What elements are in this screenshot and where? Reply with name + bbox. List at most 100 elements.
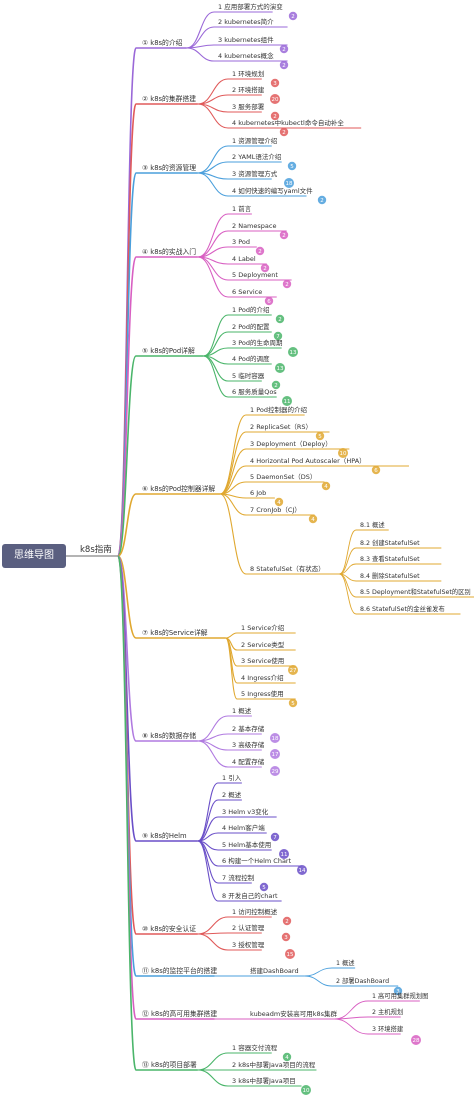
subtopic-item[interactable]: 1 概述 — [232, 706, 252, 715]
subtopic-item[interactable]: 2 ReplicaSet（RS） — [250, 423, 312, 431]
subtopic-item[interactable]: 3 高级存储 — [232, 740, 265, 749]
subtopic-item[interactable]: 8 开发自己的chart — [222, 891, 278, 900]
leaf-item[interactable]: 8.5 Deployment和StatefulSet的区别 — [360, 587, 471, 596]
subtopic-item[interactable]: 4 Helm客户端 — [222, 823, 265, 832]
leaf-item[interactable]: 2 主机规划 — [372, 1007, 403, 1016]
subtopic-item[interactable]: 2 认证管理 — [232, 923, 265, 932]
count-badge — [338, 448, 348, 458]
count-badge-label: 17 — [272, 752, 279, 758]
subtopic-item[interactable]: 2 环境搭建 — [232, 85, 265, 94]
subtopic-item[interactable]: kubeadm安装高可用k8s集群 — [250, 1009, 338, 1018]
subtopic-item[interactable]: 6 Service — [232, 288, 262, 296]
topic-node[interactable]: ⑬ k8s的项目部署 — [142, 1060, 197, 1069]
leaf-item[interactable]: 3 环境搭建 — [372, 1024, 404, 1033]
topic-node[interactable]: ① k8s的介绍 — [142, 38, 183, 47]
count-badge — [288, 347, 298, 357]
subtopic-item[interactable]: 5 Deployment — [232, 271, 278, 279]
leaf-item[interactable]: 8.1 概述 — [360, 520, 385, 529]
subtopic-item[interactable]: 2 Namespace — [232, 222, 276, 230]
count-badge — [279, 44, 289, 54]
subtopic-item[interactable]: 4 kubernetes概念 — [218, 51, 274, 60]
topic-node[interactable]: ⑨ k8s的Helm — [142, 831, 187, 840]
subtopic-item[interactable]: 4 Ingress介绍 — [241, 673, 284, 682]
subtopic-item[interactable]: 7 流程控制 — [222, 873, 255, 882]
subtopic-item[interactable]: 2 YAML语法介绍 — [232, 152, 282, 161]
subtopic-item[interactable]: 1 Pod控制器的介绍 — [250, 405, 307, 414]
subtopic-item[interactable]: 1 容器交付流程 — [232, 1043, 278, 1052]
subtopic-item[interactable]: 3 Service使用 — [241, 656, 284, 665]
count-badge-label: 2 — [320, 198, 324, 204]
subtopic-item[interactable]: 2 Service类型 — [241, 640, 285, 649]
subtopic-item[interactable]: 4 配置存储 — [232, 757, 265, 766]
subtopic-item[interactable]: 4 Pod的调度 — [232, 354, 270, 363]
subtopic-item[interactable]: 1 前言 — [232, 204, 252, 213]
count-badge-label: 2 — [278, 317, 282, 323]
subtopic-item[interactable]: 3 Pod的生命周期 — [232, 338, 283, 347]
topic-node[interactable]: ⑦ k8s的Service详解 — [142, 628, 208, 637]
subtopic-item[interactable]: 3 Pod — [232, 238, 250, 246]
branch-line — [197, 161, 229, 174]
count-badge-label: 7 — [273, 835, 277, 841]
subtopic-item[interactable]: 2 k8s中部署Java项目的流程 — [232, 1060, 316, 1069]
subtopic-item[interactable]: 3 Deployment（Deploy） — [250, 440, 332, 448]
count-badge-label: 15 — [287, 952, 294, 958]
topic-node[interactable]: ⑫ k8s的高可用集群搭建 — [142, 1009, 217, 1018]
subtopic-item[interactable]: 2 基本存储 — [232, 724, 265, 733]
leaf-item[interactable]: 8.2 创建StatefulSet — [360, 538, 420, 547]
subtopic-item[interactable]: 1 环境规划 — [232, 69, 264, 78]
subtopic-item[interactable]: 5 Helm基本使用 — [222, 840, 271, 849]
leaf-item[interactable]: 8.4 删除StatefulSet — [360, 571, 420, 580]
subtopic-item[interactable]: 1 应用部署方式的演变 — [218, 2, 283, 11]
subtopic-item[interactable]: 3 服务部署 — [232, 102, 265, 111]
root-node[interactable]: 思维导图 — [2, 544, 66, 568]
branch-line — [220, 493, 247, 516]
subtopic-item[interactable]: 3 Helm v3变化 — [222, 807, 269, 816]
count-badge — [275, 314, 285, 324]
subtopic-item[interactable]: 6 Job — [250, 489, 266, 497]
subtopic-item[interactable]: 7 CronJob（CJ） — [250, 506, 301, 514]
subtopic-item[interactable]: 6 服务质量Qos — [232, 387, 277, 396]
branch-line — [225, 632, 238, 639]
subtopic-item[interactable]: 2 kubernetes简介 — [218, 17, 274, 26]
subtopic-item[interactable]: 1 资源管理介绍 — [232, 136, 278, 145]
subtopic-item[interactable]: 5 DaemonSet（DS） — [250, 473, 316, 481]
subtopic-item[interactable]: 1 Pod的介绍 — [232, 305, 270, 314]
topic-node[interactable]: ⑩ k8s的安全认证 — [142, 924, 196, 933]
topic-node[interactable]: ④ k8s的实战入门 — [142, 247, 196, 256]
subtopic-item[interactable]: 4 如何快速的编写yaml文件 — [232, 186, 313, 195]
main-topic-label[interactable]: k8s指南 — [80, 545, 112, 555]
topic-node[interactable]: ⑤ k8s的Pod详解 — [142, 346, 195, 355]
topic-node[interactable]: ③ k8s的资源管理 — [142, 163, 196, 172]
subtopic-item[interactable]: 4 Horizontal Pod Autoscaler（HPA） — [250, 457, 366, 465]
leaf-item[interactable]: 8.3 查看StatefulSet — [360, 554, 420, 563]
leaf-item[interactable]: 1 高可用集群规划图 — [372, 991, 428, 1000]
topic-node[interactable]: ⑪ k8s的监控平台的搭建 — [142, 966, 217, 975]
subtopic-item[interactable]: 1 访问控制概述 — [232, 907, 278, 916]
subtopic-item[interactable]: 1 引入 — [222, 773, 242, 782]
count-badge — [264, 296, 274, 306]
branch-line — [197, 782, 219, 842]
count-badge-label: 2 — [258, 249, 262, 255]
subtopic-item[interactable]: 4 Label — [232, 255, 256, 263]
subtopic-item[interactable]: 3 授权管理 — [232, 940, 265, 949]
subtopic-item[interactable]: 3 kubernetes组件 — [218, 35, 274, 44]
subtopic-item[interactable]: 5 临时容器 — [232, 371, 265, 380]
branch-line — [219, 493, 247, 575]
subtopic-item[interactable]: 5 Ingress使用 — [241, 689, 284, 698]
subtopic-item[interactable]: 8 StatefulSet（有状态） — [250, 564, 325, 573]
subtopic-item[interactable]: 4 kubernetes中kubectl命令自动补全 — [232, 118, 344, 127]
topic-node[interactable]: ⑧ k8s的数据存储 — [142, 731, 196, 740]
subtopic-item[interactable]: 2 Pod的配置 — [232, 322, 270, 331]
subtopic-item[interactable]: 6 构建一个Helm Chart — [222, 856, 292, 865]
leaf-item[interactable]: 8.6 StatefulSet的金丝雀发布 — [360, 604, 445, 613]
topic-node[interactable]: ⑥ k8s的Pod控制器详解 — [142, 484, 215, 493]
subtopic-item[interactable]: 搭建DashBoard — [250, 966, 299, 975]
count-badge — [411, 1035, 421, 1045]
subtopic-item[interactable]: 3 资源管理方式 — [232, 169, 278, 178]
subtopic-item[interactable]: 1 Service介绍 — [241, 623, 285, 632]
subtopic-item[interactable]: 2 概述 — [222, 790, 242, 799]
subtopic-item[interactable]: 3 k8s中部署Java项目 — [232, 1076, 296, 1085]
leaf-item[interactable]: 2 部署DashBoard — [336, 976, 389, 985]
leaf-item[interactable]: 1 概述 — [336, 958, 355, 967]
topic-node[interactable]: ② k8s的集群搭建 — [142, 94, 196, 103]
